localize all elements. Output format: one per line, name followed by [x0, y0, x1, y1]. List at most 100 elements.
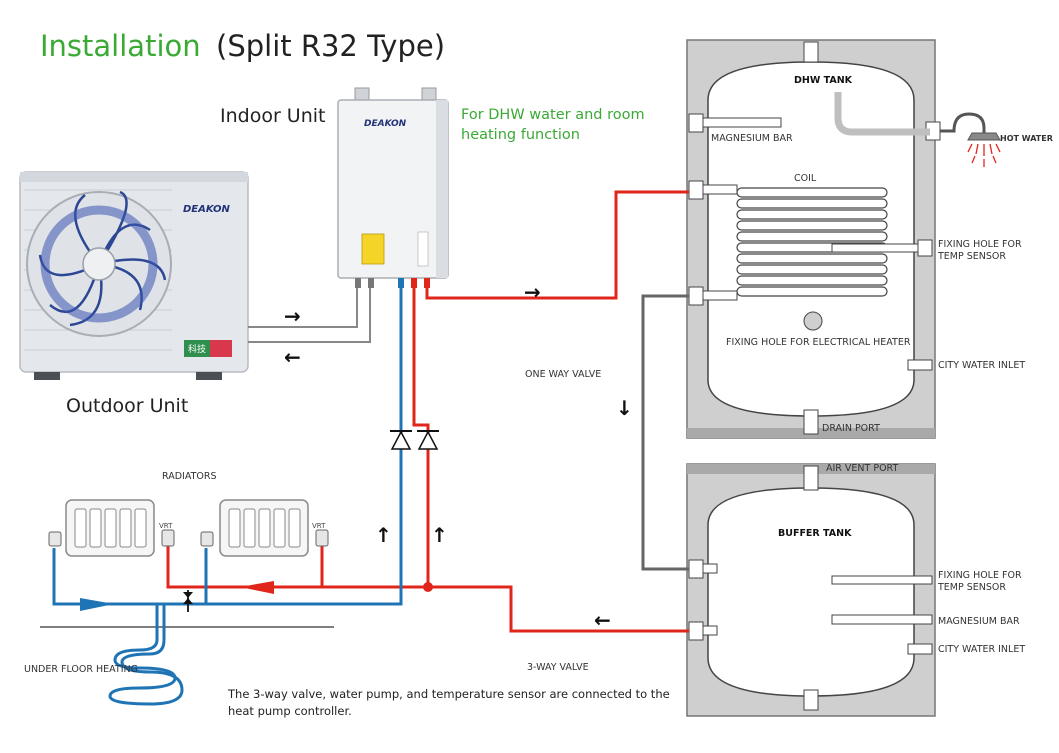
fan-blades-ring [40, 205, 158, 323]
function-note-line1: For DHW water and room [461, 107, 645, 123]
function-note-line2: heating function [461, 127, 580, 143]
indoor-nameplate [417, 231, 429, 267]
dhw-heater-hole [803, 311, 823, 331]
dhw-top-port [803, 41, 819, 63]
indoor-port-3 [398, 278, 404, 288]
buffer-magnesium-bar [831, 614, 933, 625]
outdoor-badge-accent [210, 340, 232, 357]
dhw-coil-inlet-port [688, 180, 704, 200]
buffer-outlet-port [688, 621, 704, 641]
indoor-port-5 [424, 278, 430, 288]
three-way-valve-label: 3-WAY VALVE [527, 662, 589, 673]
buffer-inlet-port [688, 559, 704, 579]
dhw-heater-label: FIXING HOLE FOR ELECTRICAL HEATER [726, 337, 911, 348]
title-main: Installation [40, 29, 201, 63]
dhw-sensor-label-1: FIXING HOLE FOR [938, 239, 1022, 250]
hot-water-label: HOT WATER [1000, 134, 1053, 143]
dhw-coil-label: COIL [794, 173, 817, 184]
hot-flow-arrow-icon [240, 581, 274, 594]
outdoor-foot-left [34, 372, 60, 380]
indoor-port-1 [355, 278, 361, 288]
buffer-tank-title: BUFFER TANK [778, 528, 852, 539]
buffer-city-inlet-pipe [907, 643, 933, 655]
footnote-line2: heat pump controller. [228, 704, 352, 718]
buffer-sensor-label-2: TEMP SENSOR [937, 582, 1006, 593]
buffer-sensor-label-1: FIXING HOLE FOR [938, 570, 1022, 581]
shower-head-icon [940, 112, 1001, 167]
buffer-inlet-stub [702, 563, 718, 574]
dhw-sensor-label-2: TEMP SENSOR [937, 251, 1006, 262]
hot-pipe-junction [423, 582, 433, 592]
cold-flow-arrow-icon [80, 598, 114, 611]
outdoor-brand-logo: DEAKON [183, 204, 230, 215]
dhw-drain-label: DRAIN PORT [822, 423, 880, 434]
three-way-valve-icon [183, 590, 193, 612]
pipe-heat-supply [412, 288, 430, 587]
radiator-valve-icon [48, 529, 329, 547]
pipe-to-dhw-coil [425, 190, 689, 300]
outdoor-foot-right [196, 372, 222, 380]
refrigerant-arrow-left: ← [284, 345, 301, 369]
indoor-unit-side [436, 100, 448, 278]
dhw-magnesium-bar [702, 117, 782, 128]
dhw-magnesium-label: MAGNESIUM BAR [711, 133, 793, 144]
dhw-city-inlet-label: CITY WATER INLET [938, 360, 1025, 371]
dhw-coil-outlet [702, 290, 738, 301]
buffer-vent-label: AIR VENT PORT [826, 463, 898, 474]
footnote-line1: The 3-way valve, water pump, and tempera… [227, 687, 670, 701]
pipe-buffer-to-radiators [166, 546, 689, 633]
outdoor-unit-top [20, 172, 248, 182]
indoor-warning-label [361, 233, 385, 265]
dhw-coil-outlet-port [688, 286, 704, 306]
radiator-1 [65, 499, 155, 557]
dhw-hot-water-pipe [834, 92, 930, 136]
dhw-magnesium-port [688, 113, 704, 133]
outdoor-badge-text: 科技 [188, 343, 206, 355]
buffer-magnesium-label: MAGNESIUM BAR [938, 616, 1020, 627]
refrigerant-line-supply [248, 288, 358, 328]
dhw-tank [686, 39, 941, 439]
indoor-unit: DEAKON [337, 87, 449, 288]
one-way-valve-hot-icon [417, 430, 439, 450]
indoor-port-4 [411, 278, 417, 288]
buffer-vent-port [803, 465, 819, 491]
buffer-tank-inner [707, 487, 915, 697]
flow-arrow-from-buffer: ← [594, 608, 611, 632]
buffer-bottom-port [803, 689, 819, 711]
outdoor-unit: DEAKON 科技 [19, 171, 249, 380]
indoor-brand-logo: DEAKON [364, 119, 407, 129]
refrigerant-arrow-right: → [284, 304, 301, 328]
refrigerant-line-return [248, 288, 371, 343]
buffer-city-inlet-label: CITY WATER INLET [938, 644, 1025, 655]
flow-arrow-to-dhw: → [524, 280, 541, 304]
dhw-tank-inner [707, 61, 915, 417]
radiator-2 [219, 499, 309, 557]
dhw-drain-port [803, 409, 819, 435]
dhw-coil-inlet [702, 184, 738, 195]
indoor-unit-label: Indoor Unit [220, 105, 325, 127]
title-sub: (Split R32 Type) [216, 29, 445, 63]
underfloor-label: UNDER FLOOR HEATING [24, 664, 138, 675]
one-way-valve-label: ONE WAY VALVE [525, 369, 601, 380]
fan-hub [82, 247, 116, 281]
flow-arrow-up-hot: ↑ [431, 523, 448, 547]
buffer-outlet-stub [702, 625, 718, 636]
outdoor-unit-label: Outdoor Unit [66, 395, 188, 417]
indoor-port-2 [368, 278, 374, 288]
pipe-dhw-to-buffer [641, 294, 689, 571]
underfloor-heating-loop [108, 604, 184, 706]
radiator-1-vrt-label: VRT [159, 522, 173, 530]
dhw-sensor-hole [831, 243, 933, 253]
radiators-label: RADIATORS [162, 471, 217, 482]
dhw-sensor-port [917, 239, 933, 257]
buffer-sensor-hole [831, 575, 933, 585]
buffer-tank [686, 463, 936, 717]
dhw-tank-title: DHW TANK [794, 75, 853, 86]
one-way-valve-cold-icon [390, 430, 412, 450]
flow-arrow-down: ↓ [616, 396, 633, 420]
flow-arrow-up-cold: ↑ [375, 523, 392, 547]
radiator-2-vrt-label: VRT [312, 522, 326, 530]
dhw-city-inlet-pipe [907, 359, 933, 371]
